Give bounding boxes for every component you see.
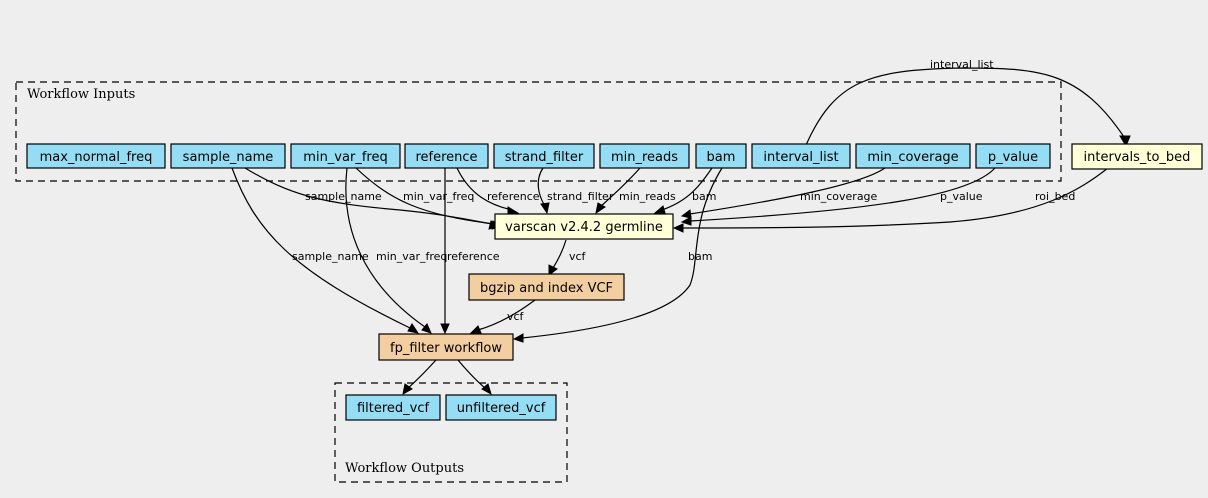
step-intervals-to-bed-label: intervals_to_bed: [1084, 150, 1191, 165]
edge-label-min-coverage: min_coverage: [800, 190, 878, 203]
workflow-outputs-label: Workflow Outputs: [345, 461, 464, 476]
input-min-var-freq[interactable]: min_var_freq: [290, 143, 401, 169]
step-fp-filter-workflow[interactable]: fp_filter workflow: [378, 333, 514, 361]
edge-fp-filter-to-filtered-vcf: [402, 359, 437, 395]
edge-label-sample-name: sample_name: [305, 190, 382, 203]
edge-label-min-var-freq: min_var_freq: [403, 190, 474, 203]
edge-label-sample-name-2: sample_name: [292, 250, 369, 263]
step-varscan-germline[interactable]: varscan v2.4.2 germline: [494, 213, 674, 240]
edge-label-reference-2: reference: [447, 250, 500, 263]
input-reference[interactable]: reference: [404, 143, 489, 169]
edge-label-vcf-1: vcf: [569, 250, 587, 263]
step-bgzip-index-vcf[interactable]: bgzip and index VCF: [468, 273, 625, 301]
edge-interval-list-to-intervals-to-bed: interval_list: [805, 58, 1131, 148]
input-strand-filter-label: strand_filter: [505, 150, 584, 165]
edge-label-bam: bam: [692, 190, 716, 203]
edge-label-min-var-freq-2: min_var_freq: [376, 250, 447, 263]
edge-label-vcf-2: vcf: [507, 310, 525, 323]
workflow-inputs-cluster: Workflow Inputs: [15, 81, 1062, 182]
step-bgzip-index-vcf-label: bgzip and index VCF: [480, 281, 613, 296]
input-reference-label: reference: [415, 150, 477, 165]
edge-label-roi-bed: roi_bed: [1035, 190, 1075, 203]
input-min-reads-label: min_reads: [611, 150, 678, 165]
edge-label-reference: reference: [487, 190, 540, 203]
workflow-outputs-cluster: Workflow Outputs: [334, 382, 568, 483]
step-fp-filter-workflow-label: fp_filter workflow: [390, 341, 502, 356]
input-max-normal-freq-label: max_normal_freq: [40, 150, 153, 165]
output-filtered-vcf[interactable]: filtered_vcf: [345, 394, 441, 421]
input-min-coverage[interactable]: min_coverage: [855, 143, 971, 169]
edge-fp-filter-to-unfiltered-vcf: [457, 359, 492, 396]
input-sample-name-label: sample_name: [183, 150, 274, 165]
edge-reference-to-fp-filter: reference: [440, 168, 500, 335]
edge-min-var-freq-to-fp-filter: min_var_freq: [345, 167, 447, 334]
input-min-reads[interactable]: min_reads: [599, 143, 690, 169]
edge-label-interval-list: interval_list: [930, 58, 994, 71]
edge-reference-to-varscan: reference: [456, 167, 540, 216]
input-interval-list[interactable]: interval_list: [751, 143, 851, 169]
output-unfiltered-vcf-label: unfiltered_vcf: [457, 401, 546, 416]
input-bam[interactable]: bam: [695, 143, 747, 169]
input-min-var-freq-label: min_var_freq: [303, 150, 387, 165]
output-filtered-vcf-label: filtered_vcf: [357, 401, 430, 416]
edge-label-strand-filter: strand_filter: [547, 190, 614, 203]
input-min-coverage-label: min_coverage: [867, 150, 958, 165]
edge-strand-filter-to-varscan: strand_filter: [537, 167, 614, 215]
edge-roi-bed-to-varscan: roi_bed: [672, 167, 1109, 233]
edge-label-min-reads: min_reads: [619, 190, 676, 203]
edge-varscan-to-bgzip: vcf: [548, 239, 587, 276]
workflow-inputs-label: Workflow Inputs: [27, 87, 135, 102]
edge-min-coverage-to-varscan: min_coverage: [680, 167, 886, 219]
edge-bam-to-fp-filter: bam: [512, 167, 723, 343]
edge-label-bam-2: bam: [688, 250, 712, 263]
edge-sample-name-to-fp-filter: sample_name: [231, 167, 420, 334]
input-bam-label: bam: [707, 150, 736, 165]
edge-min-reads-to-varscan: min_reads: [595, 167, 676, 215]
output-unfiltered-vcf[interactable]: unfiltered_vcf: [445, 394, 557, 421]
input-interval-list-label: interval_list: [763, 150, 838, 165]
edge-bam-to-varscan: bam: [653, 167, 716, 214]
input-p-value-label: p_value: [988, 150, 1038, 165]
edge-p-value-to-varscan: p_value: [680, 167, 996, 226]
step-intervals-to-bed[interactable]: intervals_to_bed: [1071, 143, 1203, 170]
input-p-value[interactable]: p_value: [975, 143, 1051, 169]
input-sample-name[interactable]: sample_name: [170, 143, 286, 169]
step-varscan-germline-label: varscan v2.4.2 germline: [505, 220, 663, 235]
input-max-normal-freq[interactable]: max_normal_freq: [26, 143, 166, 169]
input-strand-filter[interactable]: strand_filter: [493, 143, 595, 169]
edge-label-p-value: p_value: [940, 190, 983, 203]
edge-bgzip-to-fp-filter: vcf: [469, 299, 536, 334]
